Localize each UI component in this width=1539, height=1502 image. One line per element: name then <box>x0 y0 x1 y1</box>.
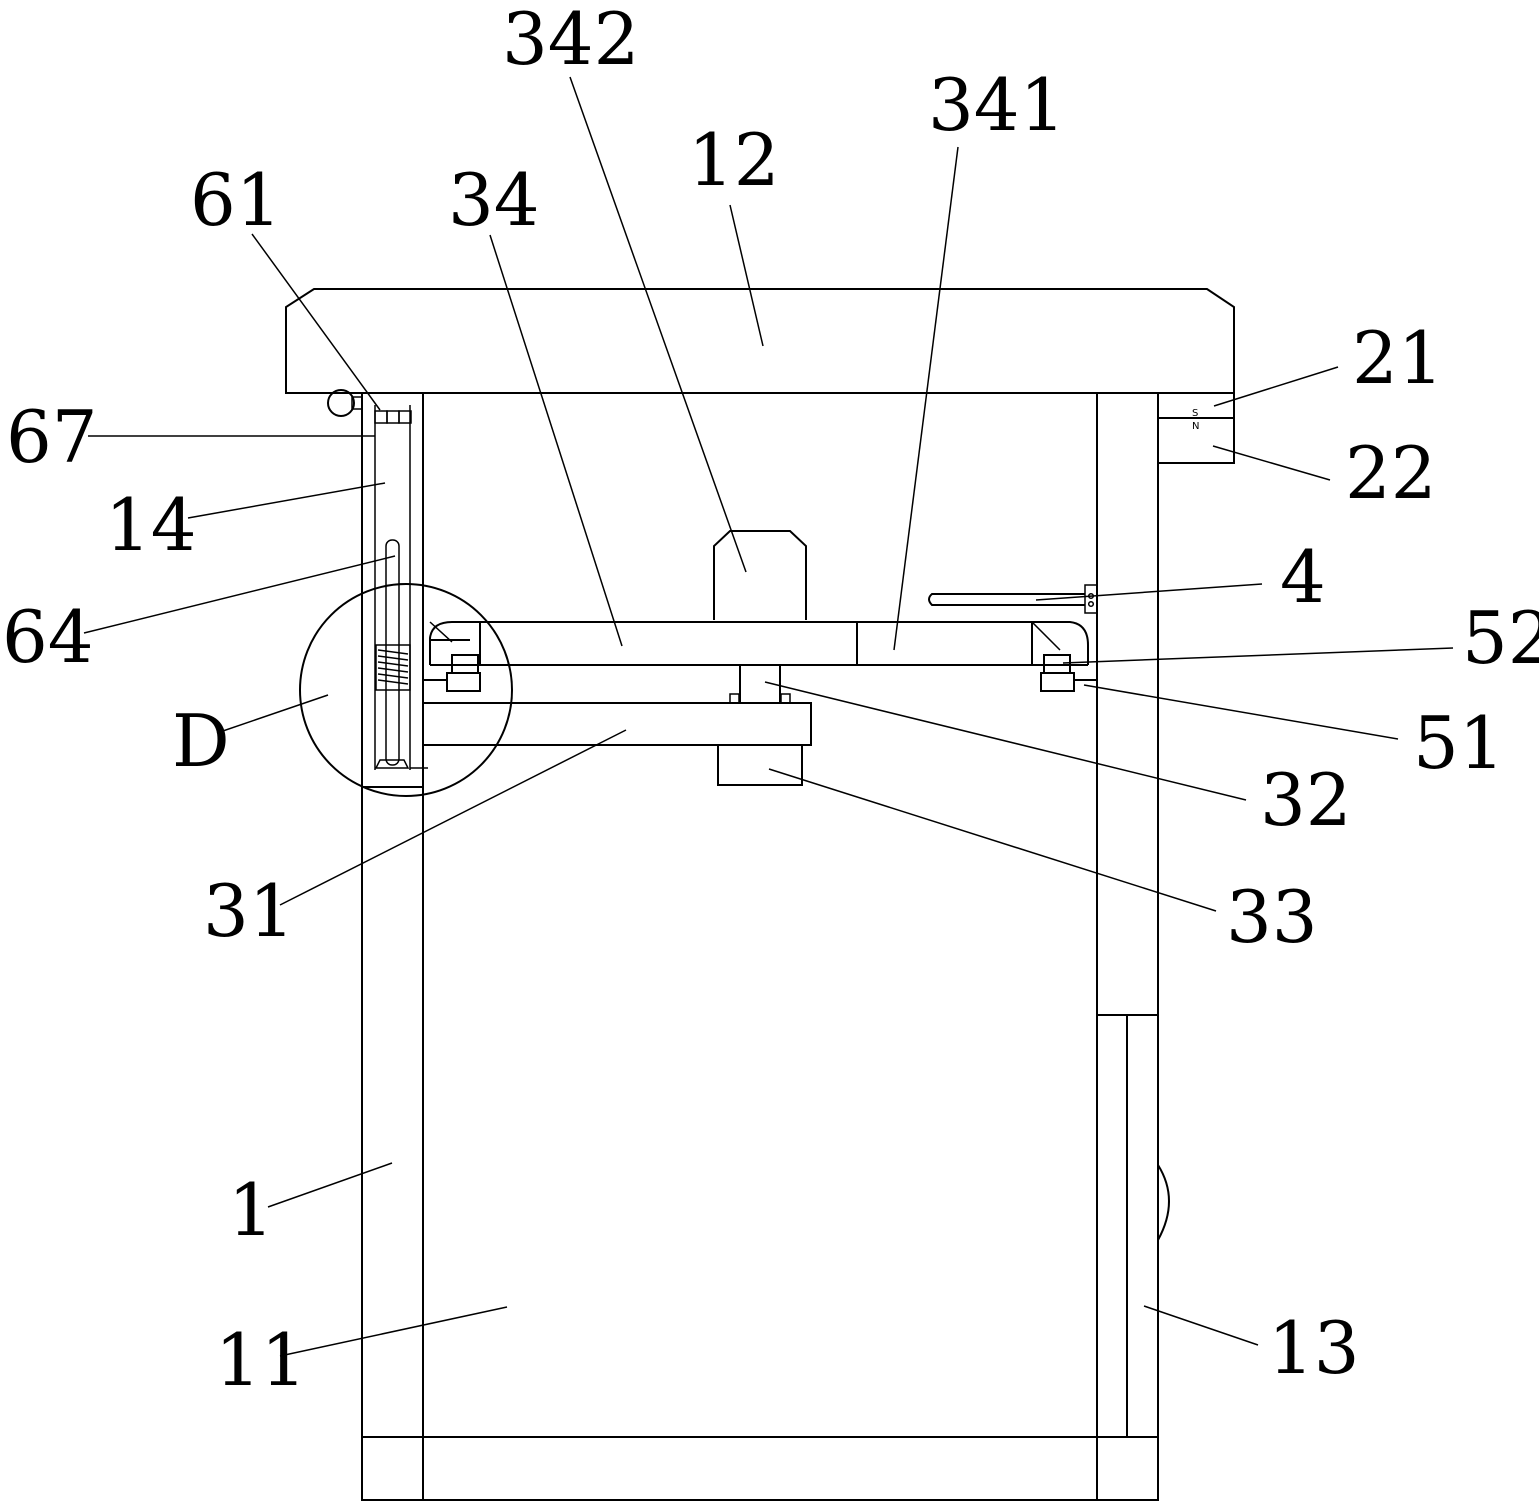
label-14: 14 <box>105 483 197 567</box>
left-channel <box>361 392 424 788</box>
label-51: 51 <box>1413 701 1505 785</box>
tray-left-lip <box>429 621 481 665</box>
label-11: 11 <box>215 1318 307 1402</box>
door-panel <box>1126 1014 1159 1438</box>
label-52: 52 <box>1462 596 1539 680</box>
hinge <box>327 389 355 417</box>
right-wall <box>1096 392 1159 1016</box>
left-wall <box>361 786 424 1501</box>
label-12: 12 <box>688 118 780 202</box>
support-plate <box>422 702 812 746</box>
label-21: 21 <box>1352 316 1444 400</box>
label-67: 67 <box>6 395 98 479</box>
label-4: 4 <box>1280 535 1326 619</box>
label-342: 342 <box>502 0 639 81</box>
bearing-block <box>717 744 803 786</box>
label-33: 33 <box>1226 875 1318 959</box>
bottom-wall <box>361 1436 1159 1501</box>
tray-right-lip <box>1032 621 1089 665</box>
door-handle <box>1157 1164 1170 1241</box>
label-1: 1 <box>228 1168 274 1252</box>
spring <box>375 644 411 691</box>
label-32: 32 <box>1260 758 1352 842</box>
lid <box>285 288 1235 394</box>
label-31: 31 <box>203 869 295 953</box>
label-D: D <box>172 699 230 783</box>
tray-hatched <box>479 621 858 666</box>
label-13: 13 <box>1268 1306 1360 1390</box>
motor <box>713 530 807 620</box>
label-34: 34 <box>448 158 540 242</box>
label-22: 22 <box>1345 431 1437 515</box>
label-61: 61 <box>190 158 282 242</box>
label-341: 341 <box>928 63 1065 147</box>
magnet-n-mark: N <box>1192 421 1199 432</box>
bar <box>928 593 1085 606</box>
magnet-s-mark: S <box>1192 408 1198 419</box>
detail-circle <box>299 583 513 797</box>
magnet-lower <box>1157 417 1235 464</box>
tray-slot-341 <box>856 621 1033 666</box>
label-64: 64 <box>2 595 94 679</box>
